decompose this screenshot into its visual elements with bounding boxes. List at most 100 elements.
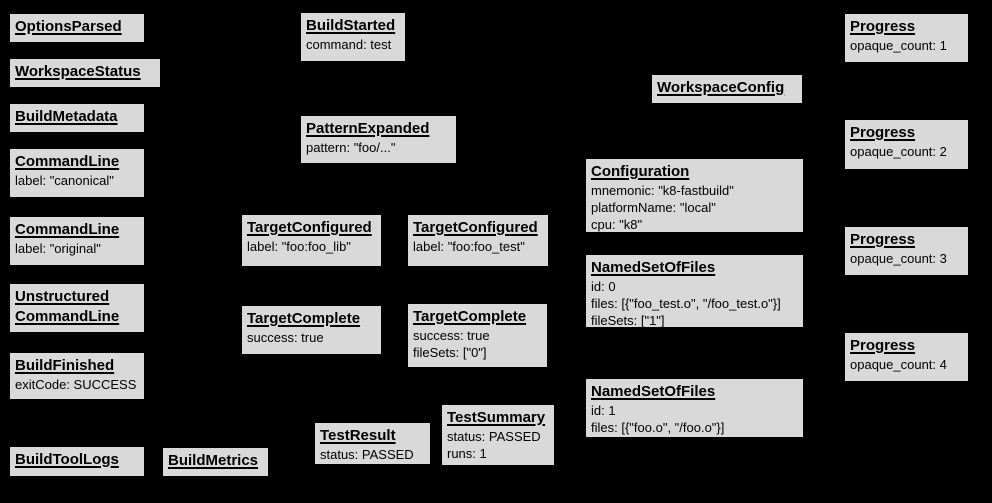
command-line-canonical-node: CommandLine label: "canonical"	[9, 148, 145, 198]
node-title-text: Progress	[850, 124, 916, 141]
node-property: files: [{"foo_test.o", "/foo_test.o"}]	[591, 296, 781, 311]
node-property: cpu: "k8"	[591, 217, 643, 232]
build-tool-logs-node: BuildToolLogs	[9, 446, 145, 477]
test-result-title: TestResult	[320, 426, 425, 446]
build-started-title: BuildStarted	[306, 16, 400, 36]
node-title-text: Unstructured	[15, 288, 110, 305]
named-set-of-files-0-title: NamedSetOfFiles	[591, 258, 798, 278]
progress-4-node: Progress opaque_count: 4	[844, 332, 969, 382]
node-title-text: PatternExpanded	[306, 120, 430, 137]
build-finished-node: BuildFinished exitCode: SUCCESS	[9, 352, 145, 400]
node-title-text: NamedSetOfFiles	[591, 383, 716, 400]
workspace-status-node: WorkspaceStatus	[9, 58, 161, 88]
node-property: status: PASSED	[447, 429, 541, 444]
node-property: status: PASSED	[320, 447, 414, 462]
node-title-text: TestSummary	[447, 409, 546, 426]
command-line-original-title: CommandLine	[15, 220, 139, 240]
node-title-text: BuildFinished	[15, 357, 115, 374]
node-property: label: "foo:foo_lib"	[247, 239, 351, 254]
node-title-text: TargetConfigured	[247, 219, 372, 236]
build-metadata-node: BuildMetadata	[9, 103, 145, 133]
target-complete-foo-test-node: TargetComplete success: true fileSets: ["0…	[407, 303, 548, 368]
progress-1-title: Progress	[850, 17, 963, 37]
target-complete-foo-test-title: TargetComplete	[413, 307, 542, 327]
node-title-text: Progress	[850, 18, 916, 35]
pattern-expanded-node: PatternExpanded pattern: "foo/..."	[300, 115, 457, 164]
named-set-of-files-1-title: NamedSetOfFiles	[591, 382, 798, 402]
node-property: files: [{"foo.o", "/foo.o"}]	[591, 420, 725, 435]
target-configured-foo-lib-node: TargetConfigured label: "foo:foo_lib"	[241, 214, 382, 267]
node-property: platformName: "local"	[591, 200, 716, 215]
node-title-text: BuildToolLogs	[15, 451, 119, 468]
node-property: success: true	[413, 328, 490, 343]
test-summary-title: TestSummary	[447, 408, 549, 428]
node-property: label: "original"	[15, 241, 101, 256]
node-property: opaque_count: 2	[850, 144, 947, 159]
test-summary-node: TestSummary status: PASSED runs: 1	[441, 404, 555, 466]
node-title-text: WorkspaceStatus	[15, 63, 141, 80]
node-property: fileSets: ["1"]	[591, 313, 665, 328]
pattern-expanded-title: PatternExpanded	[306, 119, 451, 139]
node-property: opaque_count: 1	[850, 38, 947, 53]
node-title-text: CommandLine	[15, 221, 120, 238]
node-title-text: CommandLine	[15, 153, 120, 170]
build-tool-logs-title: BuildToolLogs	[15, 450, 139, 470]
node-property: pattern: "foo/..."	[306, 140, 396, 155]
node-title-text: Progress	[850, 337, 916, 354]
node-title-text: OptionsParsed	[15, 18, 122, 35]
target-complete-foo-lib-title: TargetComplete	[247, 309, 376, 329]
configuration-title: Configuration	[591, 162, 798, 182]
progress-3-title: Progress	[850, 230, 963, 250]
progress-2-node: Progress opaque_count: 2	[844, 119, 969, 170]
node-title-text: TargetComplete	[247, 310, 361, 327]
node-title-text: BuildMetrics	[168, 452, 259, 469]
node-property: mnemonic: "k8-fastbuild"	[591, 183, 734, 198]
node-property: id: 0	[591, 279, 616, 294]
build-metadata-title: BuildMetadata	[15, 107, 139, 127]
workspace-config-node: WorkspaceConfig	[651, 74, 803, 104]
build-started-node: BuildStarted command: test	[300, 12, 406, 62]
node-property: exitCode: SUCCESS	[15, 377, 137, 392]
node-property: label: "canonical"	[15, 173, 114, 188]
progress-4-title: Progress	[850, 336, 963, 356]
node-title-text: BuildMetadata	[15, 108, 118, 125]
target-configured-foo-lib-title: TargetConfigured	[247, 218, 376, 238]
node-title-text: WorkspaceConfig	[657, 79, 785, 96]
node-title-text: TargetConfigured	[413, 219, 538, 236]
progress-1-node: Progress opaque_count: 1	[844, 13, 969, 63]
node-property: fileSets: ["0"]	[413, 345, 487, 360]
command-line-original-node: CommandLine label: "original"	[9, 216, 145, 266]
node-property: opaque_count: 4	[850, 357, 947, 372]
target-configured-foo-test-node: TargetConfigured label: "foo:foo_test"	[407, 214, 549, 267]
build-metrics-node: BuildMetrics	[162, 447, 269, 477]
options-parsed-title: OptionsParsed	[15, 17, 139, 37]
named-set-of-files-0-node: NamedSetOfFiles id: 0 files: [{"foo_test.o…	[585, 254, 804, 328]
node-property: command: test	[306, 37, 392, 52]
progress-3-node: Progress opaque_count: 3	[844, 226, 969, 276]
node-property: label: "foo:foo_test"	[413, 239, 525, 254]
node-title-text: TestResult	[320, 427, 396, 444]
node-title-text: Progress	[850, 231, 916, 248]
workspace-status-title: WorkspaceStatus	[15, 62, 155, 82]
build-metrics-title: BuildMetrics	[168, 451, 263, 471]
node-title-text: TargetComplete	[413, 308, 527, 325]
node-title-text: BuildStarted	[306, 17, 396, 34]
build-finished-title: BuildFinished	[15, 356, 139, 376]
node-property: id: 1	[591, 403, 616, 418]
node-property: runs: 1	[447, 446, 487, 461]
node-title-text: CommandLine	[15, 308, 120, 325]
node-property: opaque_count: 3	[850, 251, 947, 266]
configuration-node: Configuration mnemonic: "k8-fastbuild" pla…	[585, 158, 804, 233]
named-set-of-files-1-node: NamedSetOfFiles id: 1 files: [{"foo.o", "/…	[585, 378, 804, 438]
test-result-node: TestResult status: PASSED	[314, 422, 431, 465]
progress-2-title: Progress	[850, 123, 963, 143]
node-title-text: Configuration	[591, 163, 690, 180]
workspace-config-title: WorkspaceConfig	[657, 78, 797, 98]
node-title-text: NamedSetOfFiles	[591, 259, 716, 276]
target-configured-foo-test-title: TargetConfigured	[413, 218, 543, 238]
command-line-canonical-title: CommandLine	[15, 152, 139, 172]
